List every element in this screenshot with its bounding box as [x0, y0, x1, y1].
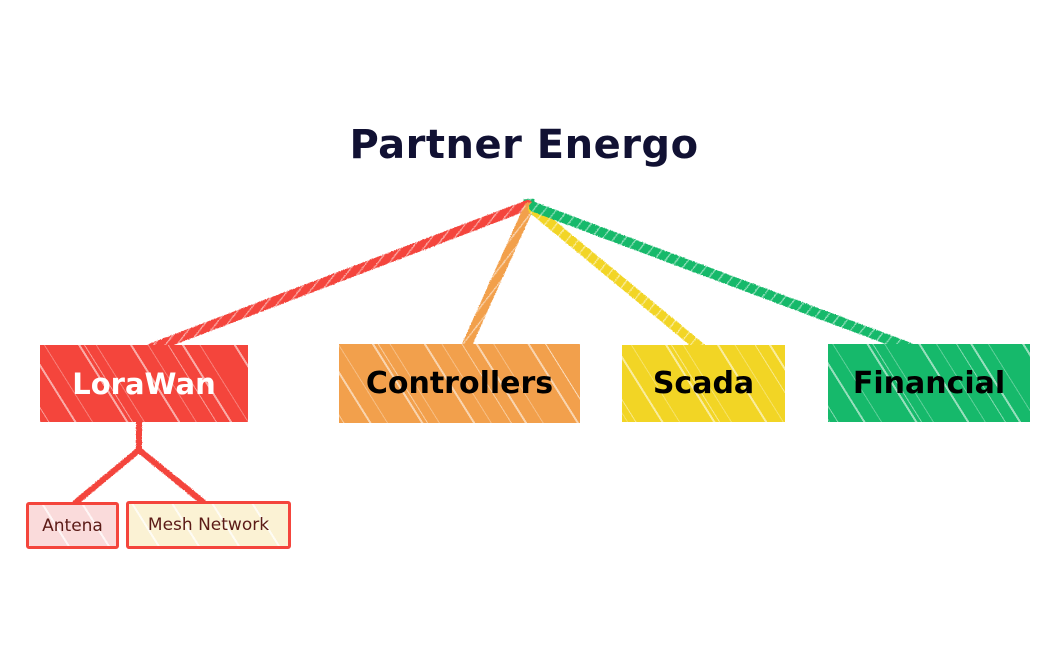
edge-lorawan-to-antena — [72, 447, 142, 506]
node-financial-label: Financial — [852, 365, 1006, 401]
edge-lorawan-to-mesh — [136, 447, 206, 505]
node-antena[interactable]: Antena — [26, 502, 119, 549]
edge-root-to-scada — [528, 204, 706, 353]
node-controllers-label: Controllers — [365, 366, 554, 401]
node-lorawan[interactable]: LoraWan — [40, 345, 248, 422]
node-lorawan-label: LoraWan — [72, 366, 216, 401]
node-antena-label: Antena — [42, 515, 103, 536]
node-controllers[interactable]: Controllers — [339, 344, 580, 423]
node-scada[interactable]: Scada — [622, 345, 785, 422]
node-mesh-network-label: Mesh Network — [147, 515, 270, 535]
root-node-title[interactable]: Partner Energo — [349, 122, 699, 168]
edge-root-to-lorawan — [147, 200, 533, 353]
node-scada-label: Scada — [652, 366, 755, 401]
node-mesh-network[interactable]: Mesh Network — [126, 501, 291, 549]
edge-root-stub — [523, 198, 536, 216]
edge-root-to-financial — [529, 202, 913, 352]
node-financial[interactable]: Financial — [828, 344, 1030, 422]
edge-root-to-controllers — [461, 202, 534, 352]
